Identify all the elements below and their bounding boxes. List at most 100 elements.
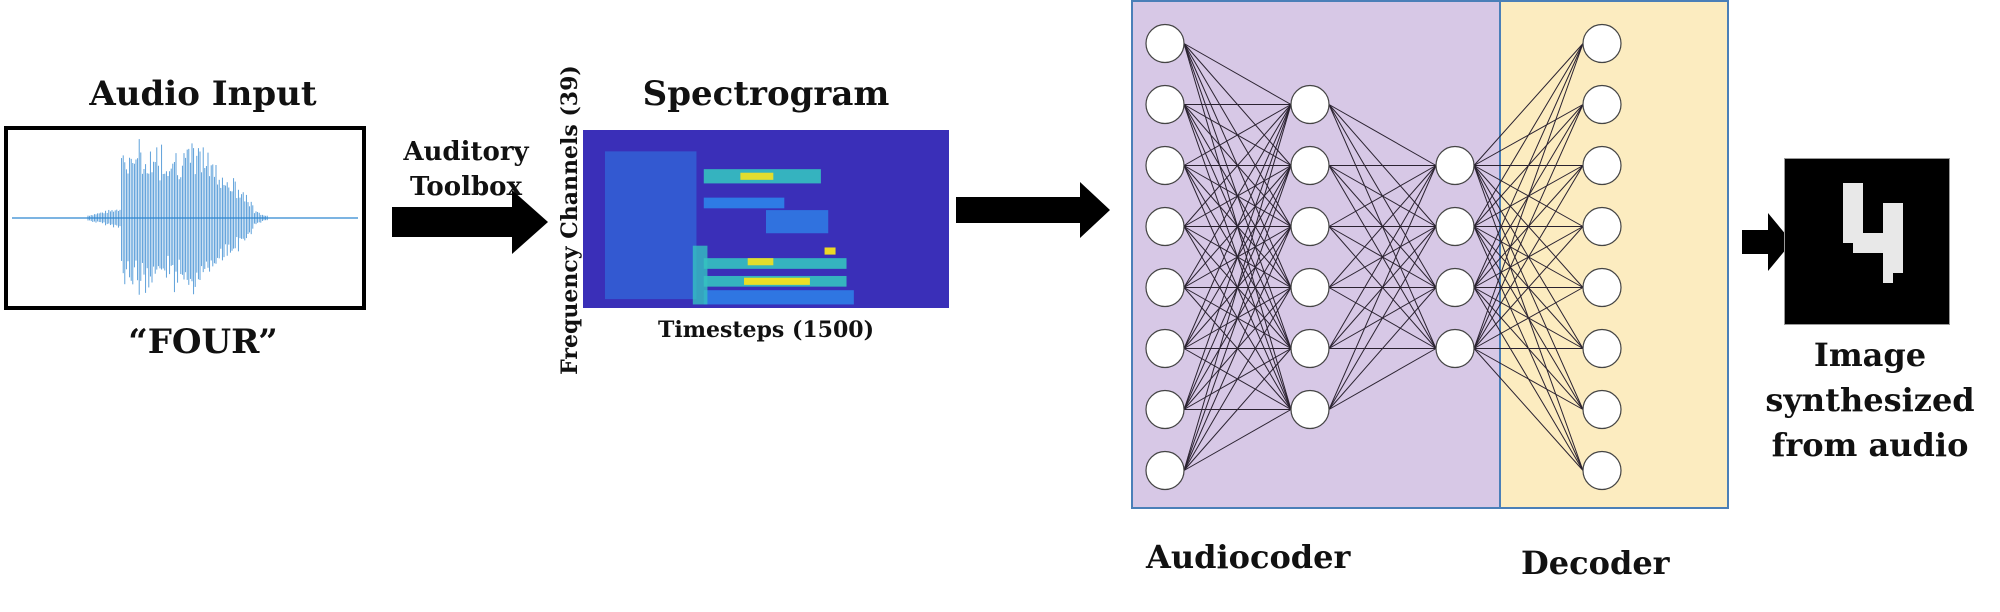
latent-node	[1435, 328, 1475, 369]
network-connection	[1328, 348, 1437, 410]
digit-pixel	[1863, 243, 1873, 253]
digit-pixel	[1853, 193, 1863, 203]
decoder-label: Decoder	[1521, 544, 1670, 582]
hidden-node	[1290, 328, 1330, 369]
network-connection	[1328, 104, 1437, 166]
digit-pixel	[1883, 253, 1893, 263]
input-node	[1145, 328, 1185, 369]
digit-pixel	[1843, 233, 1853, 243]
digit-pixel	[1893, 263, 1903, 273]
network-connection	[1183, 226, 1292, 471]
digit-pixel	[1853, 243, 1863, 253]
spectrogram-energy-band	[740, 172, 774, 180]
spectrogram-x-axis-label: Timesteps (1500)	[657, 317, 875, 343]
network-connection	[1328, 226, 1437, 410]
input-node	[1145, 145, 1185, 186]
spectrogram-energy-band	[766, 210, 829, 234]
digit-pixel	[1883, 223, 1893, 233]
output-node	[1582, 389, 1622, 430]
digit-four-pixels	[1843, 183, 1903, 283]
network-connection	[1473, 165, 1584, 349]
latent-node	[1435, 206, 1475, 247]
spectrogram-heatmap	[604, 151, 854, 305]
spectrogram-energy-band	[703, 258, 847, 269]
digit-pixel	[1893, 233, 1903, 243]
output-node	[1582, 145, 1622, 186]
digit-pixel	[1893, 243, 1903, 253]
digit-pixel	[1843, 213, 1853, 223]
input-node	[1145, 389, 1185, 430]
output-node	[1582, 206, 1622, 247]
network-connection	[1473, 43, 1584, 288]
waveform-plot	[12, 139, 358, 295]
latent-node	[1435, 267, 1475, 308]
digit-pixel	[1853, 233, 1863, 243]
spectrogram-title: Spectrogram	[642, 74, 890, 114]
output-caption-line1: Image	[1813, 336, 1927, 374]
input-node	[1145, 450, 1185, 491]
hidden-node	[1290, 267, 1330, 308]
network-connection	[1328, 287, 1437, 410]
digit-pixel	[1853, 213, 1863, 223]
output-node	[1582, 450, 1622, 491]
spectrogram-energy-band	[692, 245, 708, 305]
synthesized-digit-image	[1784, 158, 1950, 325]
digit-pixel	[1843, 203, 1853, 213]
digit-pixel	[1883, 263, 1893, 273]
hidden-node	[1290, 145, 1330, 186]
hidden-node	[1290, 206, 1330, 247]
network-connection	[1183, 104, 1292, 471]
spectrogram-energy-band	[824, 247, 836, 255]
network-connection	[1473, 348, 1584, 410]
network-connection	[1473, 226, 1584, 349]
output-node	[1582, 267, 1622, 308]
audiocoder-label: Audiocoder	[1146, 538, 1351, 576]
input-node	[1145, 267, 1185, 308]
digit-pixel	[1853, 203, 1863, 213]
network-connection	[1473, 43, 1584, 349]
spectrogram-energy-band	[604, 151, 697, 300]
network-connection	[1328, 165, 1437, 288]
input-node	[1145, 206, 1185, 247]
network-connection	[1183, 409, 1292, 471]
audio-word-caption: “FOUR”	[128, 322, 278, 362]
network-connection	[1473, 104, 1584, 349]
network-connection	[1183, 104, 1292, 349]
network-connection	[1328, 165, 1437, 349]
spectrogram-energy-band	[703, 290, 854, 305]
network-connection	[1183, 104, 1292, 288]
network-connection	[1183, 104, 1292, 166]
network-connection	[1473, 43, 1584, 166]
network-connection	[1183, 287, 1292, 471]
digit-pixel	[1863, 233, 1873, 243]
audio-waveform-panel	[4, 126, 366, 310]
digit-pixel	[1883, 273, 1893, 283]
network-connection	[1473, 348, 1584, 471]
network-connection	[1183, 348, 1292, 471]
input-node	[1145, 84, 1185, 125]
audio-input-title: Audio Input	[89, 74, 317, 114]
network-connection	[1183, 104, 1292, 227]
output-node	[1582, 84, 1622, 125]
digit-pixel	[1883, 203, 1893, 213]
hidden-node	[1290, 84, 1330, 125]
network-connection	[1473, 43, 1584, 227]
digit-pixel	[1873, 243, 1883, 253]
hidden-node	[1290, 389, 1330, 430]
digit-pixel	[1893, 213, 1903, 223]
digit-pixel	[1883, 233, 1893, 243]
digit-pixel	[1843, 183, 1853, 193]
digit-pixel	[1873, 233, 1883, 243]
network-connection	[1473, 287, 1584, 349]
digit-pixel	[1883, 243, 1893, 253]
output-caption-line2: synthesized	[1765, 381, 1975, 419]
output-caption-line3: from audio	[1771, 426, 1969, 464]
network-connection	[1328, 165, 1437, 410]
input-node	[1145, 23, 1185, 64]
network-connection	[1328, 165, 1437, 227]
auditory-toolbox-label-line1: Auditory	[403, 137, 529, 167]
spectrogram-energy-band	[744, 277, 810, 285]
network-connection	[1183, 43, 1292, 105]
digit-pixel	[1893, 253, 1903, 263]
